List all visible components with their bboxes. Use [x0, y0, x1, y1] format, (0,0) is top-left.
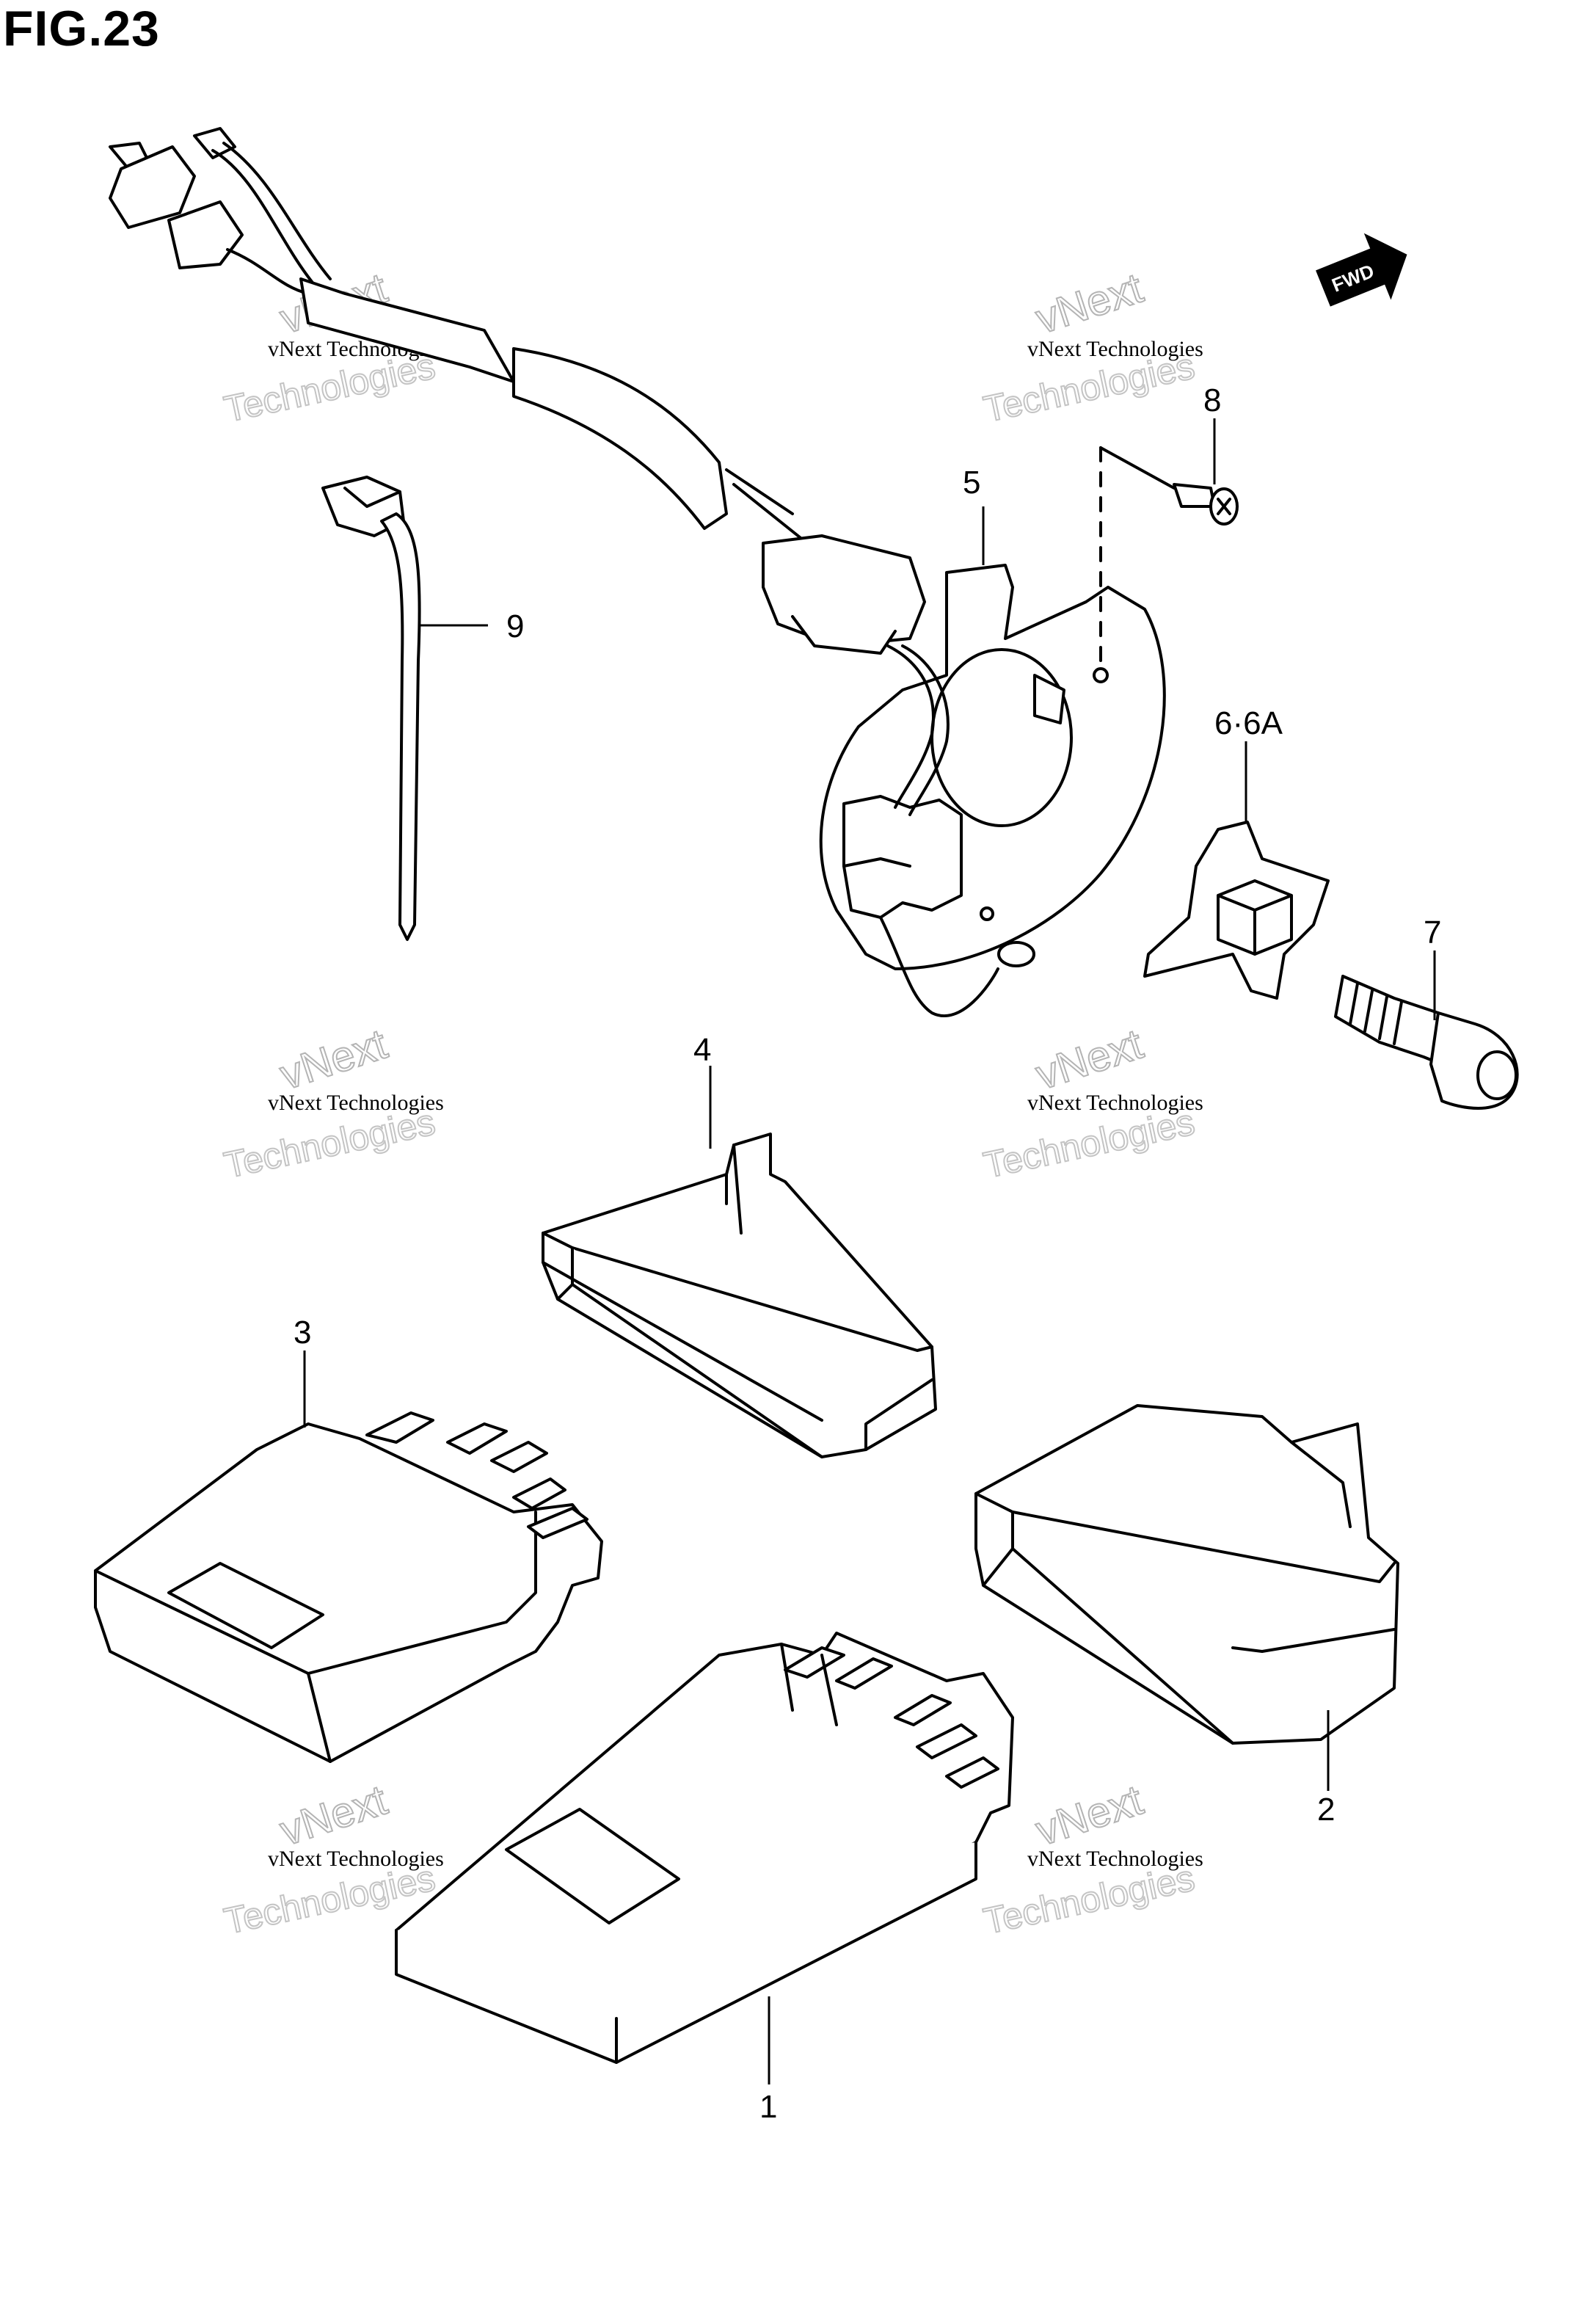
watermark-line2: vNext: [274, 1020, 393, 1099]
watermark-line1: vNext Technologies: [1027, 1847, 1203, 1871]
callout-1: 1: [759, 2089, 777, 2125]
callout-4: 4: [693, 1032, 711, 1068]
watermark-line1: vNext Technologies: [268, 1091, 444, 1115]
watermark-line2: vNext: [1030, 1776, 1148, 1855]
figure-title: FIG.23: [3, 1, 160, 57]
part-9-cable-tie: [321, 476, 421, 941]
watermark-mid-right: vNext Technologies vNext Technologies: [980, 1019, 1203, 1187]
part-7-bolt: [1334, 975, 1519, 1110]
part-2-cover: [974, 1404, 1399, 1745]
part-6-rotor: [1143, 821, 1330, 1000]
callout-5: 5: [963, 465, 980, 501]
watermark-mid-left: vNext Technologies vNext Technologies: [220, 1019, 444, 1187]
watermark-line1: vNext Technologies: [268, 1847, 444, 1871]
watermark-top-right: vNext Technologies vNext Technologies: [980, 263, 1203, 431]
forward-arrow-icon: [1316, 233, 1407, 307]
watermark-line1: vNext Technologies: [1027, 1091, 1203, 1115]
watermark-line2: vNext: [1030, 264, 1148, 343]
callout-2: 2: [1317, 1792, 1335, 1828]
part-4-cover: [542, 1133, 937, 1458]
callout-8: 8: [1203, 382, 1221, 418]
watermark-bottom-right: vNext Technologies vNext Technologies: [980, 1775, 1203, 1943]
fwd-badge: FWD: [1316, 233, 1407, 307]
callout-7: 7: [1424, 915, 1441, 950]
part-3-control-unit: [94, 1411, 603, 1763]
callout-9: 9: [506, 608, 524, 644]
callout-3: 3: [294, 1315, 311, 1351]
part-1-control-unit: [395, 1632, 1014, 2064]
watermark-line2: vNext: [274, 1776, 393, 1855]
watermark-line2: vNext: [1030, 1020, 1148, 1099]
callout-6-6a: 6·6A: [1214, 705, 1283, 741]
part-8-screw: [1099, 446, 1239, 662]
watermark-line1: vNext Technologies: [1027, 337, 1203, 361]
part-5-pickup-coil-assembly: [109, 127, 1166, 1017]
